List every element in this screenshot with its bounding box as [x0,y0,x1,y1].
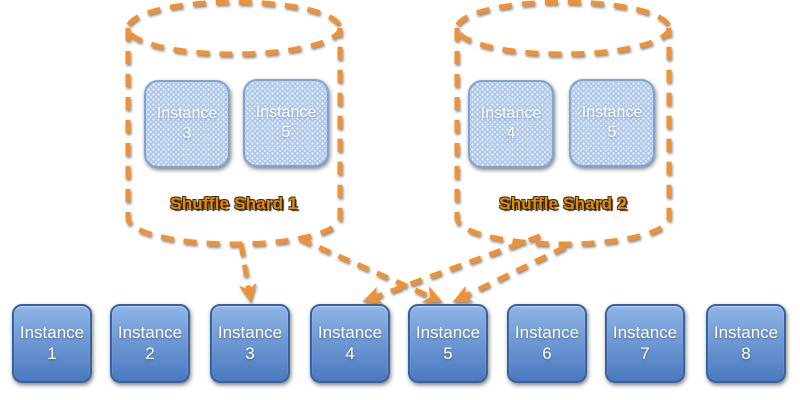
instance-label: Instance [514,322,580,342]
instance-number: 5 [607,124,617,141]
arrow-shard-1-to-instance-3 [238,243,257,303]
instance-label: Instance [713,322,779,342]
instance-3-box: Instance 3 [210,304,290,383]
instance-number: 4 [345,343,355,363]
instance-7-box: Instance 7 [605,304,685,383]
instance-number: 3 [182,125,192,142]
shard-2-cylinder-top [454,0,672,57]
shard-to-instance-arrows [238,233,567,304]
shard-1-label: Shuffle Shard 1 [170,194,298,213]
instance-label: Instance [117,322,183,342]
shard-1-cylinder [125,0,343,247]
instance-label: Instance [480,105,542,122]
shard-2-label: Shuffle Shard 2 [499,194,627,213]
instance-number: 5 [281,124,291,141]
instance-number: 3 [245,343,255,363]
shard-1-cylinder-body [125,28,343,247]
instance-label: Instance [581,104,643,121]
instance-label: Instance [415,322,481,342]
instance-4-box: Instance 4 [310,304,390,383]
instance-number: 6 [542,343,552,363]
arrow-shard-1-to-instance-5 [298,236,443,303]
instance-1-box: Instance 1 [12,304,92,383]
shard-1-cylinder-top [125,0,343,57]
instance-number: 7 [640,343,650,363]
shard-1-instance-5-box: Instance 5 [243,79,329,167]
instance-number: 1 [47,343,57,363]
shard-2-cylinder-body [454,28,672,247]
instance-label: Instance [19,322,85,342]
shard-2-instance-4-box: Instance 4 [468,80,554,168]
instance-number: 4 [506,125,516,142]
shard-2-cylinder [454,0,672,247]
instance-number: 2 [145,343,155,363]
instance-label: Instance [317,322,383,342]
instance-6-box: Instance 6 [507,304,587,383]
instance-number: 5 [443,343,453,363]
shard-1-instance-3-box: Instance 3 [144,80,230,168]
instance-2-box: Instance 2 [110,304,190,383]
instance-number: 8 [741,343,751,363]
instance-label: Instance [255,104,317,121]
instance-label: Instance [217,322,283,342]
instance-8-box: Instance 8 [706,304,786,383]
instance-label: Instance [612,322,678,342]
instance-5-box: Instance 5 [408,304,488,383]
arrow-shard-2-to-instance-5 [452,244,567,303]
arrow-shard-2-to-instance-4 [362,233,541,304]
shard-2-instance-5-box: Instance 5 [569,79,655,167]
instance-label: Instance [156,105,218,122]
